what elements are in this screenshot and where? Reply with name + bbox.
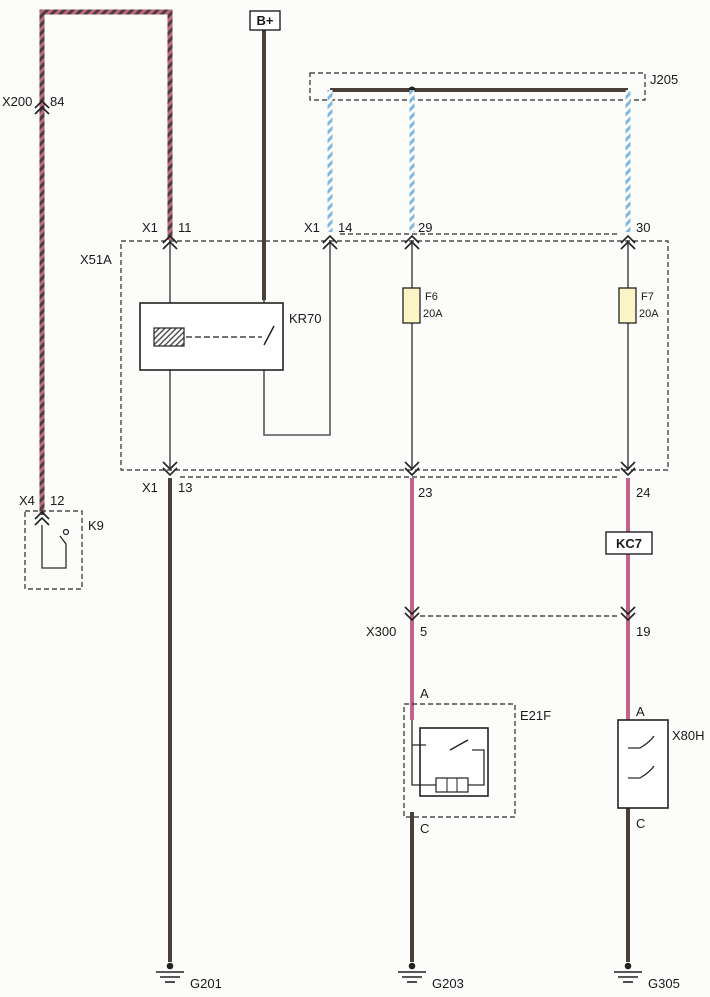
- e21f-heater: [435, 777, 469, 793]
- fuse-f7-name: F7: [641, 291, 654, 303]
- e21f-switch-blade: [449, 739, 469, 751]
- kc7-label: KC7: [616, 536, 642, 551]
- e21f-pin-c: C: [420, 821, 429, 836]
- x80h-pin-c: C: [636, 816, 645, 831]
- kc7-box: [605, 531, 653, 555]
- connector-x1-14-chevron: [322, 234, 338, 250]
- bplus-box: [249, 10, 281, 31]
- connector-23-chevron: [404, 461, 420, 477]
- fuse-f6: [402, 287, 421, 324]
- ground-g305-symbol: [614, 962, 642, 983]
- connector-x300-19-chevron: [620, 606, 636, 622]
- switch-k9-contact: [62, 528, 70, 536]
- connector-x1-11-chevron: [162, 234, 178, 250]
- e21f-label: E21F: [520, 708, 551, 723]
- e21f-wire-path: [411, 720, 485, 786]
- x1-13-pin-label: 13: [178, 480, 192, 495]
- relay-kr70-coil: [153, 327, 185, 347]
- pin-23-label: 23: [418, 485, 432, 500]
- x1-14-pin-label: 14: [338, 220, 352, 235]
- x1-14-conn-label: X1: [304, 220, 320, 235]
- ground-g203-label: G203: [432, 976, 464, 991]
- fuse-f7: [618, 287, 637, 324]
- ground-g201-symbol: [156, 962, 184, 983]
- relay-kr70-switch: [263, 325, 275, 346]
- k9-label: K9: [88, 518, 104, 533]
- switch-k9-box: [24, 510, 83, 590]
- x4-pin-label: 12: [50, 493, 64, 508]
- connector-x300-5-chevron: [404, 606, 420, 622]
- pin-29-label: 29: [418, 220, 432, 235]
- connector-x4-chevron: [34, 510, 50, 526]
- switch-k9-symbol: [41, 525, 67, 569]
- x4-label: X4: [19, 493, 35, 508]
- x80h-symbol-top: [628, 735, 655, 749]
- wire-x200-loop: [39, 9, 173, 515]
- connector-24-chevron: [620, 461, 636, 477]
- x1-13-conn-label: X1: [142, 480, 158, 495]
- fuse-f7-rating: 20A: [639, 308, 659, 320]
- connector-x200-chevron: [34, 99, 50, 115]
- x1-11-pin-label: 11: [178, 220, 192, 235]
- x1-11-conn-label: X1: [142, 220, 158, 235]
- bplus-label: B+: [257, 13, 274, 28]
- connector-x1-13-chevron: [162, 461, 178, 477]
- e21f-pin-a: A: [420, 686, 429, 701]
- pin-30-label: 30: [636, 220, 650, 235]
- x80h-label: X80H: [672, 728, 705, 743]
- fuse-f6-name: F6: [425, 291, 438, 303]
- x300-pin-19-label: 19: [636, 624, 650, 639]
- x300-pin-5-label: 5: [420, 624, 427, 639]
- module-x51a-box: [120, 240, 669, 471]
- x300-label: X300: [366, 624, 396, 639]
- x51a-label: X51A: [80, 252, 112, 267]
- fuse-f6-rating: 20A: [423, 308, 443, 320]
- x80h-pin-a: A: [636, 704, 645, 719]
- connector-29-chevron: [404, 234, 420, 250]
- j205-label: J205: [650, 72, 678, 87]
- ground-g305-label: G305: [648, 976, 680, 991]
- splice-j205-box: [309, 72, 646, 101]
- x200-pin-label: 84: [50, 94, 64, 109]
- x80h-box: [617, 719, 669, 809]
- ground-g203-symbol: [398, 962, 426, 983]
- pin-24-label: 24: [636, 485, 650, 500]
- ground-g201-label: G201: [190, 976, 222, 991]
- x200-label: X200: [2, 94, 32, 109]
- x80h-symbol-bottom: [628, 765, 655, 779]
- relay-kr70-label: KR70: [289, 311, 322, 326]
- connector-30-chevron: [620, 234, 636, 250]
